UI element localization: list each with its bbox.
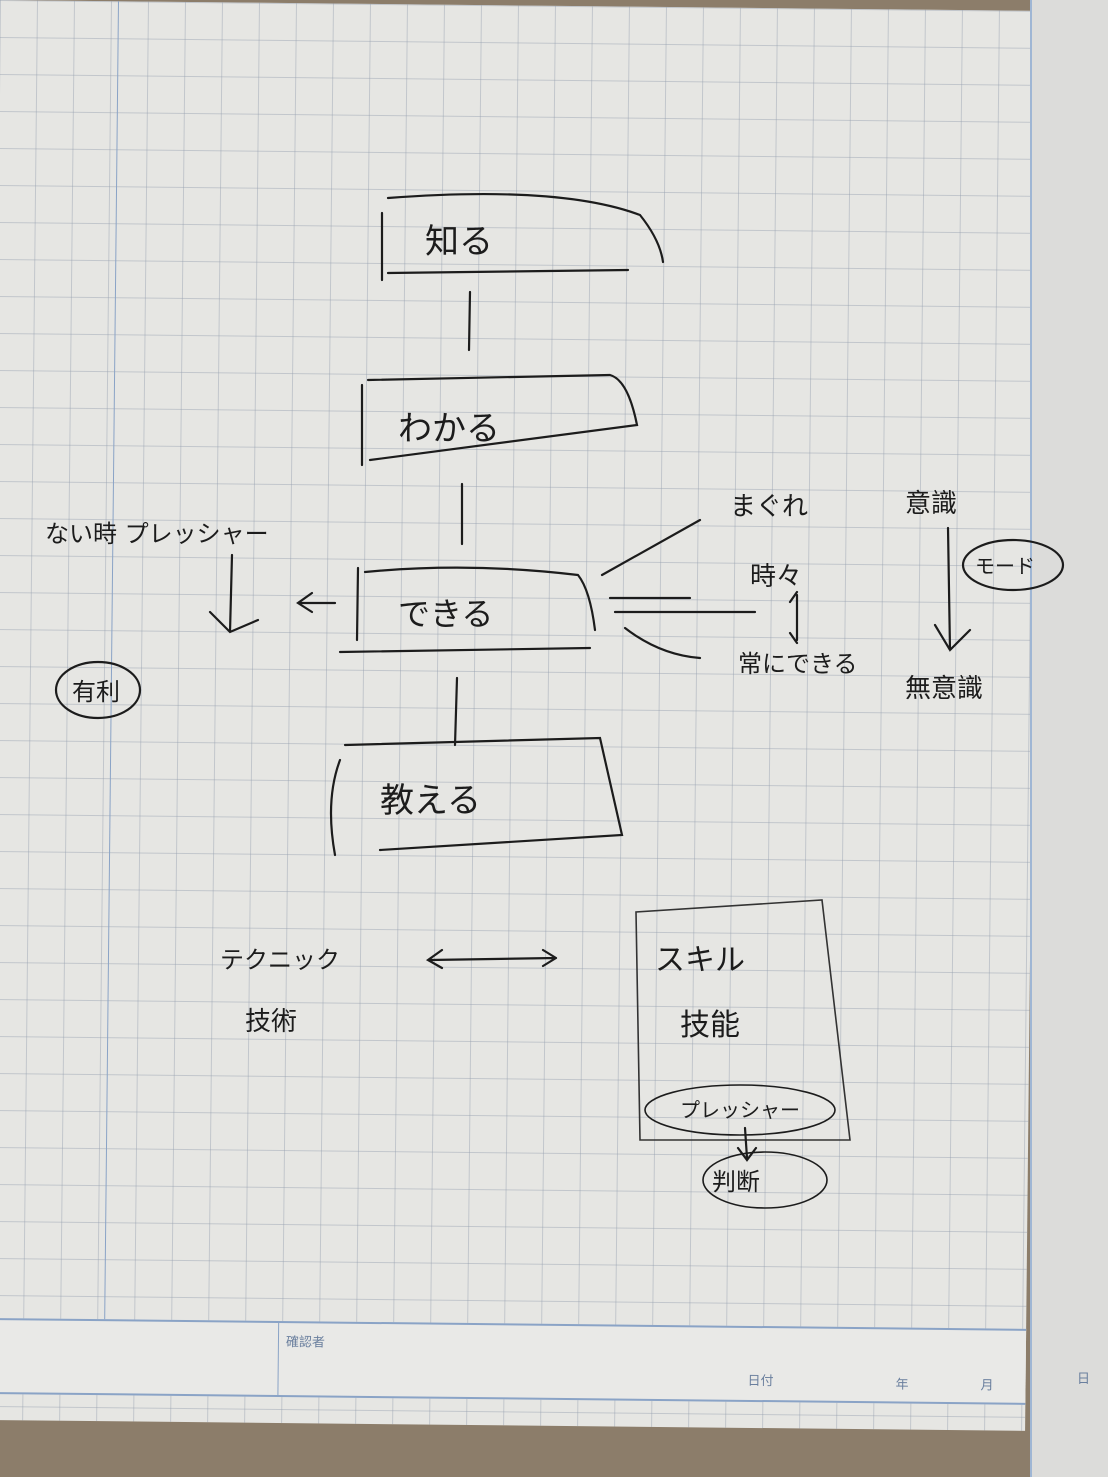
skill-kanji: 技能: [680, 1008, 740, 1043]
box-skill: [635, 899, 851, 1141]
level-always: 常にできる: [738, 650, 858, 678]
arrow-left-icon: [296, 591, 337, 614]
fan-lines: [600, 518, 757, 660]
left-result: 有利: [72, 678, 120, 706]
double-arrow-icon: [788, 590, 799, 645]
circle-mode: [961, 538, 1065, 592]
box-know: [380, 192, 665, 282]
conscious-label: 意識: [905, 489, 957, 519]
circle-pressure: [644, 1084, 836, 1136]
day-label: 日: [1077, 1372, 1091, 1387]
arrow-down-icon: [933, 526, 972, 652]
arrow-down-icon: [208, 553, 260, 634]
level-sometimes: 時々: [750, 562, 802, 592]
left-condition: ない時 プレッシャー: [45, 520, 269, 548]
box-can-do: [338, 566, 597, 654]
circle-judgement: [702, 1151, 828, 1209]
double-arrow-icon: [425, 948, 558, 970]
stage-know: 知る: [425, 222, 493, 262]
unconscious-label: 無意識: [905, 674, 983, 704]
mode-label: モード: [975, 554, 1035, 578]
box-teach: [329, 736, 624, 857]
next-page-edge: 日: [1030, 0, 1108, 1477]
level-fluke: まぐれ: [730, 492, 808, 522]
stage-can-do: できる: [398, 595, 493, 633]
technique-kana: テクニック: [220, 946, 340, 974]
skill-pressure: プレッシャー: [680, 1098, 800, 1122]
circle-advantage: [54, 660, 142, 720]
connector-3: [453, 676, 459, 747]
arrow-down-icon: [736, 1126, 758, 1162]
skill-judgement: 判断: [712, 1168, 760, 1196]
technique-kanji: 技術: [245, 1007, 297, 1037]
box-understand: [360, 373, 639, 467]
stage-teach: 教える: [380, 781, 481, 821]
skill-kana: スキル: [655, 943, 745, 978]
stage-understand: わかる: [398, 409, 500, 449]
connector-1: [467, 290, 472, 352]
